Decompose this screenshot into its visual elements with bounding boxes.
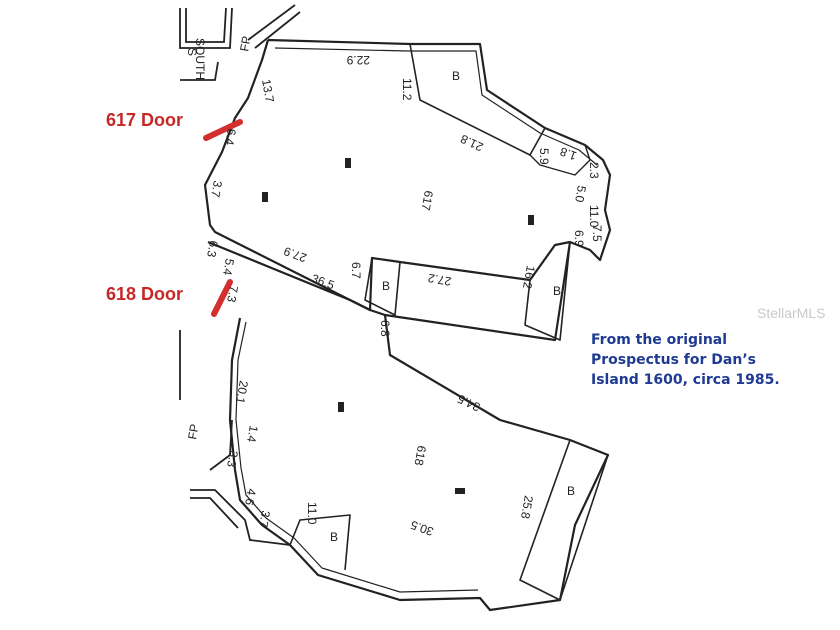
corridor-diag-2 (254, 11, 301, 49)
unit-618-b-room (519, 439, 609, 601)
vent (338, 402, 344, 412)
vent (345, 158, 351, 168)
unit-618-outer-wall (228, 314, 610, 612)
label-s: S (185, 48, 199, 56)
dim-25-8: 25.8 (518, 494, 536, 520)
vent (455, 488, 465, 494)
label-fp-top: FP (237, 35, 253, 53)
dim-6-4: 6.4 (222, 127, 239, 146)
dim-6-3: 6.3 (204, 239, 221, 258)
label-b-1: B (452, 69, 460, 83)
door-617-label: 617 Door (106, 110, 184, 130)
vent (262, 192, 268, 202)
vent (528, 215, 534, 225)
unit-618-b-room-bottom (289, 514, 351, 571)
dim-11-0-top: 11.0 (587, 205, 601, 228)
corridor-stair (180, 61, 219, 81)
dim-7-5: 7.5 (590, 225, 604, 242)
caption-line-2: Prospectus for Dan’s (591, 352, 756, 368)
unit-617-lower-b-room (364, 257, 401, 316)
label-fp-bottom: FP (185, 423, 201, 441)
corridor-walls (179, 4, 301, 546)
dim-3-7: 3.7 (208, 179, 225, 198)
dim-7-3: 7.3 (224, 284, 241, 303)
dim-4-6: 4.6 (242, 487, 259, 506)
corridor-bottom (190, 489, 291, 546)
door-617-marker (203, 119, 243, 141)
dim-16-2: 16.2 (520, 264, 538, 290)
dim-6-9: 6.9 (572, 230, 586, 247)
door-618-marker (211, 279, 233, 317)
dim-11-2: 11.2 (400, 78, 414, 101)
label-b-2: B (382, 279, 390, 293)
plan-labels: SOUTH S FP 617 618 B B B B B 13.7 22.9 1… (185, 35, 604, 544)
dim-30-5: 30.5 (408, 518, 435, 539)
wall-outline-618 (228, 314, 610, 612)
unit-617-right-b-room (524, 241, 571, 341)
dim-20-1: 20.1 (233, 379, 251, 405)
unit-divider (207, 240, 571, 312)
dim-1-4: 1.4 (244, 424, 261, 443)
dim-5-4: 5.4 (220, 257, 237, 276)
dim-2-3: 2.3 (587, 162, 601, 179)
caption-line-1: From the original (591, 332, 728, 348)
door-markers (203, 119, 243, 317)
label-street: SOUTH (193, 38, 207, 80)
dim-36-5: 36.5 (310, 271, 337, 292)
dim-21-8: 21.8 (458, 131, 485, 154)
door-618-label: 618 Door (106, 284, 184, 304)
unit-617-closet-b (409, 43, 546, 156)
label-b-4: B (567, 484, 575, 498)
label-b-5: B (330, 530, 338, 544)
unit-618-inner-wall (235, 321, 479, 593)
caption-line-3: Island 1600, circa 1985. (591, 372, 780, 388)
label-unit-618: 618 (412, 444, 429, 466)
dim-13-7: 13.7 (259, 78, 277, 104)
corridor-top (179, 7, 233, 49)
dim-5-0: 5.0 (572, 184, 589, 203)
dim-6-8: 6.8 (378, 320, 392, 337)
corridor-fp (209, 419, 233, 471)
unit-617-inner-wall (274, 47, 598, 166)
corridor-top-inner (185, 7, 227, 43)
dim-11-0: 11.0 (305, 502, 319, 525)
dim-27-2: 27.2 (427, 271, 453, 289)
label-b-3: B (553, 284, 561, 298)
dim-6-7: 6.7 (349, 262, 363, 279)
dim-27-9: 27.9 (282, 244, 309, 265)
dim-5-9: 5.9 (537, 148, 551, 165)
dim-1-8: 1.8 (558, 144, 579, 163)
dim-22-9: 22.9 (346, 53, 370, 67)
corridor-bottom-2 (190, 497, 239, 529)
dim-3-7-bottom: 3.7 (256, 509, 273, 528)
caption: From the original Prospectus for Dan’s I… (591, 330, 821, 390)
dim-3-3: 3.3 (224, 449, 241, 468)
unit-617-bath (529, 144, 591, 176)
wall-outline-617 (203, 38, 612, 342)
corridor-diag (247, 4, 296, 41)
watermark: StellarMLS (757, 305, 826, 321)
vent-marks (262, 158, 534, 494)
label-unit-617: 617 (419, 189, 436, 211)
